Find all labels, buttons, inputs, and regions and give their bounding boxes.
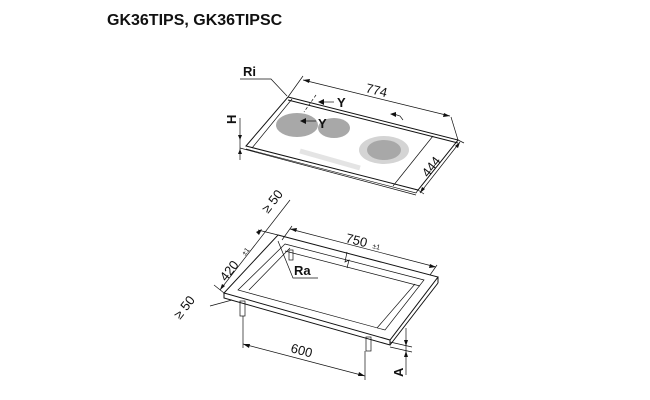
label-a: A xyxy=(391,367,406,377)
distance-dimension: 600 xyxy=(289,340,314,360)
hob-width-dimension: 774 xyxy=(364,80,389,100)
cutout-width-dimension: 750 xyxy=(344,230,369,250)
control-bar xyxy=(299,148,361,171)
cutout-frame-drawing: Ra 750 ±1 420 ±1 ≥ 50 ≥ 50 600 A xyxy=(171,187,439,380)
cooking-zone-medium xyxy=(318,118,350,138)
hob-depth-dimension: 444 xyxy=(419,154,444,180)
frame-inner xyxy=(237,243,425,331)
cooking-zone-dual xyxy=(367,140,401,160)
cooking-zone-large xyxy=(276,113,318,137)
label-h: H xyxy=(224,115,239,124)
support-leg xyxy=(365,336,372,352)
hob-drawing: Y Y Ri H 774 444 xyxy=(224,64,465,196)
section-marker-y: Y xyxy=(337,95,346,110)
cutout-depth-dimension: 420 xyxy=(217,258,242,284)
diagram-title: GK36TIPS, GK36TIPSC xyxy=(107,12,283,29)
section-marker-y: Y xyxy=(318,116,327,131)
cutout-width-tolerance: ±1 xyxy=(372,243,381,252)
min-distance-front: ≥ 50 xyxy=(171,293,198,322)
min-distance-back: ≥ 50 xyxy=(259,187,286,216)
label-ra: Ra xyxy=(294,263,311,278)
support-leg xyxy=(239,300,246,317)
cutout-depth-tolerance: ±1 xyxy=(241,247,251,257)
label-ri: Ri xyxy=(243,64,256,79)
